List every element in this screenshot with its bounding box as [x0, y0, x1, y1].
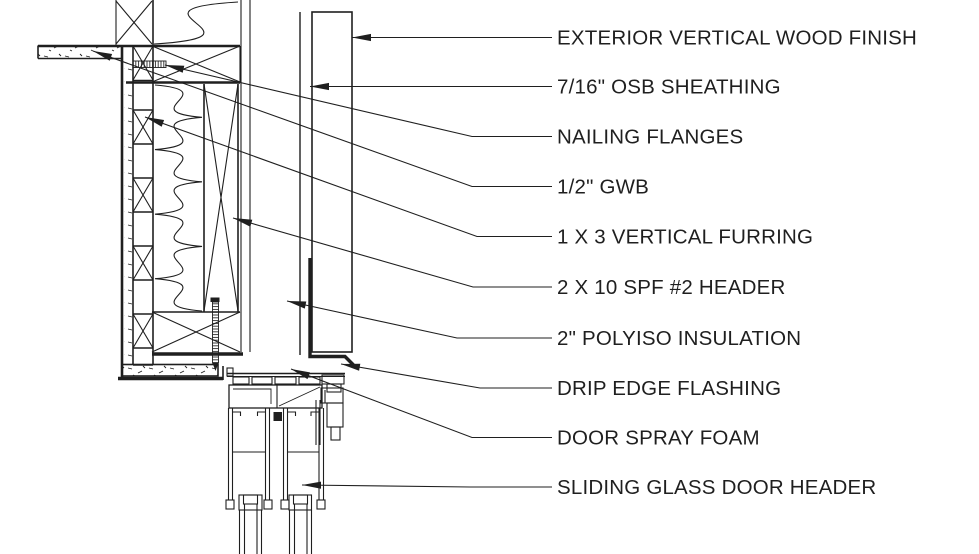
leader-line-3 [92, 50, 552, 188]
leader-line-4 [144, 116, 552, 238]
callout-label-1: 7/16" OSB SHEATHING [557, 76, 781, 99]
leader-arrowhead-3 [93, 51, 113, 61]
leader-arrowhead-5 [233, 218, 253, 227]
callout-label-4: 1 X 3 VERTICAL FURRING [557, 226, 813, 249]
screw-vertical [210, 297, 220, 371]
batt-insulation-top [153, 1, 239, 45]
furring-ladder [132, 0, 154, 366]
leader-line-9 [301, 484, 552, 488]
sliding-door-frame [225, 367, 345, 554]
callout-label-9: SLIDING GLASS DOOR HEADER [557, 476, 876, 499]
furring-rungs [133, 79, 153, 366]
furring-x-marks [132, 45, 154, 349]
gwb-return-strip [118, 363, 224, 381]
leader-line-2 [164, 64, 552, 138]
batt-insulation-cavity [154, 84, 203, 312]
callout-label-7: DRIP EDGE FLASHING [557, 377, 781, 400]
leader-arrowhead-2 [165, 65, 185, 73]
leader-line-6 [286, 300, 552, 339]
callout-label-0: EXTERIOR VERTICAL WOOD FINISH [557, 27, 917, 50]
callout-label-8: DOOR SPRAY FOAM [557, 427, 760, 450]
wood-finish-board [311, 11, 353, 353]
nailing-flange-bar [132, 60, 167, 68]
callout-label-2: NAILING FLANGES [557, 126, 743, 149]
door-panels-glass [238, 494, 313, 554]
leader-line-7 [340, 363, 552, 389]
leader-line-5 [232, 217, 552, 288]
callouts: EXTERIOR VERTICAL WOOD FINISH 7/16" OSB S… [92, 27, 917, 499]
callout-label-5: 2 X 10 SPF #2 HEADER [557, 276, 785, 299]
bottom-blocking [151, 311, 243, 356]
frame-exterior-leg [315, 387, 344, 445]
callout-label-6: 2" POLYISO INSULATION [557, 327, 801, 350]
leader-arrowhead-9 [302, 481, 321, 489]
exterior-layer-lines [240, 0, 301, 355]
leader-arrowhead-0 [352, 33, 371, 42]
leader-arrowhead-4 [145, 117, 165, 127]
leader-arrowhead-8 [291, 369, 310, 380]
drip-edge-flashing [308, 258, 355, 367]
callout-label-3: 1/2" GWB [557, 176, 649, 199]
upper-stud [115, 0, 153, 46]
leader-arrowhead-6 [287, 301, 307, 309]
frame-tracks [225, 408, 326, 510]
frame-head-body [228, 384, 323, 409]
wall-assembly [37, 0, 355, 381]
top-blocking [126, 45, 241, 84]
leader-arrowhead-1 [310, 82, 329, 91]
gwb-wall-face [120, 46, 133, 379]
leader-arrowhead-7 [341, 363, 361, 371]
leader-line-8 [290, 368, 552, 439]
header-2x10 [203, 83, 239, 312]
